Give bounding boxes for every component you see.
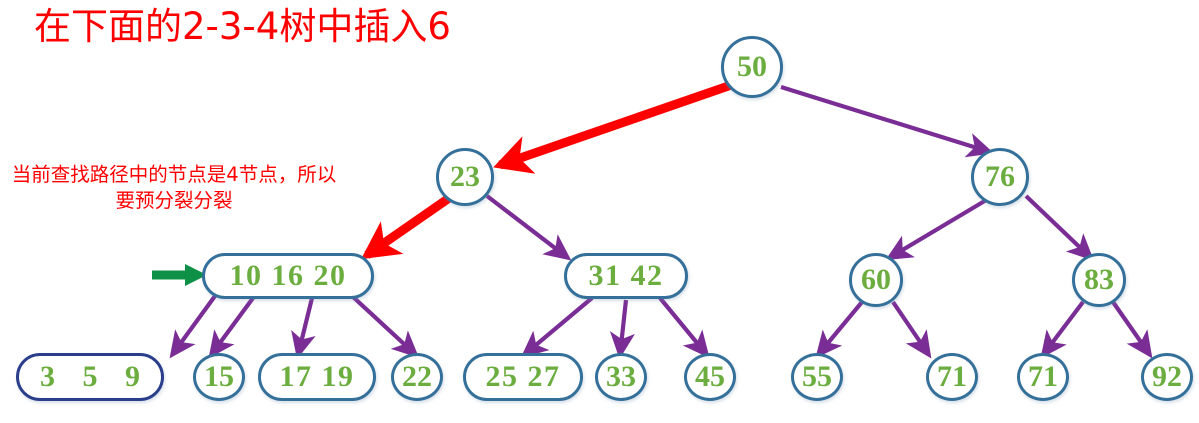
- edge-83-to-71b: [1040, 300, 1085, 359]
- edge-3142-to-45: [658, 296, 710, 359]
- tree-node-55[interactable]: 55: [791, 353, 843, 401]
- page-title: 在下面的2-3-4树中插入6: [34, 5, 451, 48]
- highlight-arrow-23-to-101620: [361, 192, 455, 260]
- edge-101620-to-22: [350, 294, 420, 358]
- tree-node-45[interactable]: 45: [684, 353, 736, 401]
- tree-node-60[interactable]: 60: [849, 253, 903, 307]
- edge-101620-to-1719: [291, 297, 316, 360]
- tree-node-17-19[interactable]: 17 19: [258, 353, 376, 401]
- tree-node-25-27[interactable]: 25 27: [463, 353, 583, 401]
- edge-50-to-76: [780, 84, 995, 158]
- tree-node-10-16-20[interactable]: 10 16 20: [202, 253, 374, 299]
- annotation-note: 当前查找路径中的节点是4节点，所以要预分裂分裂: [11, 163, 337, 213]
- tree-node-23[interactable]: 23: [436, 148, 494, 206]
- edge-76-to-83: [1024, 194, 1095, 261]
- insert-pointer-arrow: [152, 264, 207, 286]
- tree-node-92[interactable]: 92: [1141, 353, 1193, 401]
- edge-60-to-71a: [891, 300, 932, 359]
- tree-node-31-42[interactable]: 31 42: [564, 253, 688, 299]
- tree-node-71-left[interactable]: 71: [926, 353, 978, 401]
- tree-node-15[interactable]: 15: [193, 353, 245, 401]
- edge-83-to-92: [1111, 300, 1153, 359]
- edge-3142-to-2527: [520, 296, 594, 358]
- edge-60-to-55: [815, 300, 864, 359]
- tree-node-22[interactable]: 22: [391, 353, 443, 401]
- tree-node-83[interactable]: 83: [1072, 253, 1126, 307]
- edge-101620-to-359: [169, 294, 217, 359]
- tree-node-3-5-9[interactable]: 3 5 9: [16, 353, 164, 401]
- edge-76-to-60: [885, 194, 995, 261]
- highlight-arrow-50-to-23: [493, 77, 742, 174]
- tree-node-76[interactable]: 76: [971, 148, 1029, 206]
- edge-23-to-3142: [485, 194, 572, 261]
- tree-node-33[interactable]: 33: [595, 353, 647, 401]
- tree-node-50[interactable]: 50: [721, 36, 783, 98]
- edge-3142-to-33: [609, 299, 635, 360]
- edge-101620-to-15: [208, 296, 255, 359]
- tree-node-71-right[interactable]: 71: [1017, 353, 1069, 401]
